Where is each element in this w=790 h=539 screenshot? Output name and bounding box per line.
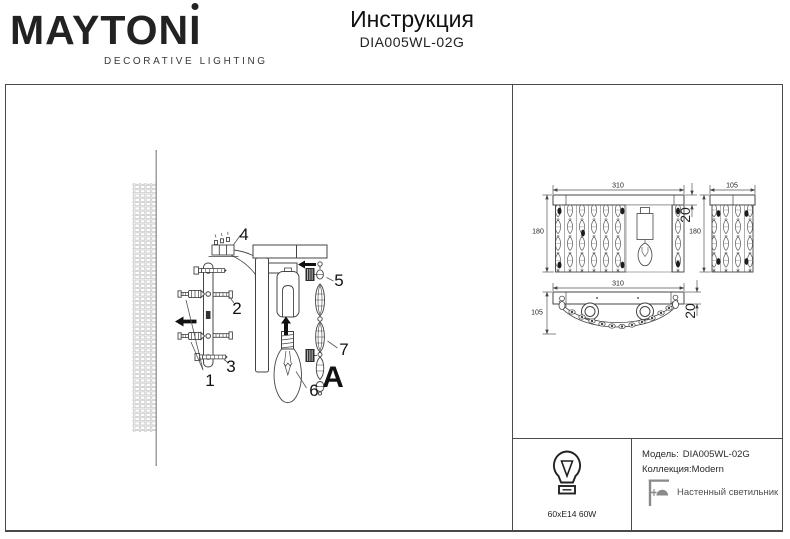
collection-value: Modern <box>691 464 724 475</box>
frame-bottom <box>5 530 783 532</box>
model-row: Модель:DIA005WL-02G <box>642 449 750 460</box>
direction-arrows <box>175 260 316 335</box>
side-view-drawing <box>699 185 756 273</box>
bulb-icon <box>552 450 582 495</box>
dim-side-width: 105 <box>726 182 738 190</box>
collection-label: Коллекция: <box>642 464 692 475</box>
dim-side-height: 180 <box>689 228 701 236</box>
mounting-bracket-drawing <box>203 262 214 368</box>
brand-logo: MAYTONI <box>10 3 202 53</box>
page-title: Инструкция <box>350 6 474 32</box>
logo-i-dot-icon <box>191 3 199 10</box>
screw-lower <box>212 331 233 340</box>
part-label-4: 4 <box>239 225 249 244</box>
dim-front-height: 180 <box>532 228 544 236</box>
setscrew-block-top <box>305 267 315 282</box>
part-label-5: 5 <box>334 271 344 290</box>
front-view-drawing <box>542 183 697 273</box>
lamp-body-drawing <box>252 244 328 373</box>
frame-top <box>5 84 783 86</box>
part-label-7: 7 <box>339 340 349 359</box>
frame-left <box>5 84 7 531</box>
dim-top-depth: 105 <box>531 309 543 317</box>
crystal-strand-drawing <box>314 261 325 396</box>
wall-anchor-bottom <box>177 331 206 341</box>
frame-divider-vertical <box>511 84 513 531</box>
frame-right <box>781 84 784 531</box>
brand-logo-i: I <box>189 7 202 53</box>
brand-tagline: DECORATIVE LIGHTING <box>104 56 268 67</box>
setscrew-block-bottom <box>305 348 315 363</box>
terminal-block-drawing <box>208 231 263 288</box>
model-value: DIA005WL-02G <box>682 449 750 460</box>
fixture-type-text: Настенный светильник <box>677 487 779 498</box>
top-view-drawing <box>542 280 701 335</box>
dim-front-thickness: 20 <box>677 207 693 223</box>
detail-view-label: A <box>322 361 344 394</box>
model-code: DIA005WL-02G <box>359 34 465 50</box>
infobox-top-line <box>511 438 783 440</box>
part-label-1: 1 <box>205 371 215 390</box>
part-label-3: 3 <box>226 357 236 376</box>
brand-logo-text: MAYTON <box>10 7 190 53</box>
part-label-2: 2 <box>232 299 242 318</box>
dim-top-thickness: 20 <box>682 303 698 319</box>
wall-lamp-icon <box>648 479 669 506</box>
model-label: Модель: <box>642 449 679 460</box>
bulb-drawing <box>273 331 302 404</box>
part-label-6: 6 <box>309 381 319 400</box>
wall-anchor-top <box>177 289 206 299</box>
leader-lines <box>185 234 338 389</box>
dim-front-width: 310 <box>612 182 624 190</box>
dim-top-width: 310 <box>612 280 624 288</box>
infobox-divider <box>631 438 633 531</box>
wall-drawing <box>132 150 157 466</box>
collection-row: Коллекция:Modern <box>642 464 724 475</box>
bulb-spec-text: 60xE14 60W <box>547 509 597 519</box>
